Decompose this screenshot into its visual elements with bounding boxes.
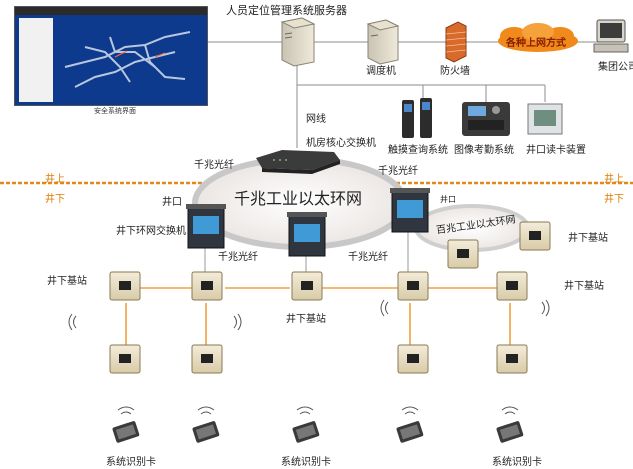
id-card-icons: [112, 421, 524, 443]
base-station-row-2: [109, 344, 528, 374]
ring-switch-left-icon: [186, 204, 226, 249]
wireless-signal-icons: [68, 299, 550, 415]
touch-query-label: 触摸查询系统: [388, 145, 448, 156]
firewall-icon: [445, 21, 467, 63]
gigabit-ring-label: 千兆工业以太环网: [234, 191, 363, 208]
screenshot-caption: 安全系统界面: [94, 108, 136, 115]
server-label: 人员定位管理系统服务器: [226, 5, 347, 17]
id-card-label-3: 系统识别卡: [492, 457, 542, 468]
monitoring-software-screenshot: [14, 6, 208, 106]
group-pc-label: 集团公司: [598, 62, 633, 73]
screenshot-tree-panel: [19, 18, 53, 102]
ring-switch-label: 井下环网交换机: [116, 226, 186, 237]
attendance-terminal-icon: [462, 102, 510, 136]
ring-switch-right-icon: [390, 188, 430, 233]
card-reader-label: 井口读卡装置: [526, 145, 586, 156]
positioning-server-icon: [280, 17, 316, 67]
screenshot-titlebar: [15, 7, 207, 15]
wellhead-card-reader-icon: [527, 103, 563, 135]
wellhead-label-left: 井口: [162, 197, 182, 208]
internet-label: 各种上网方式: [506, 38, 566, 49]
id-card-label-2: 系统识别卡: [281, 457, 331, 468]
base-station-label-left: 井下基站: [47, 276, 87, 287]
gigabit-fiber-label-top-right: 千兆光纤: [378, 166, 418, 177]
core-switch-icon: [256, 150, 340, 174]
core-switch-label: 机房核心交换机: [306, 138, 376, 149]
attendance-label: 图像考勤系统: [454, 145, 514, 156]
base-station-hundred-ring: [447, 221, 551, 269]
base-station-links: [125, 287, 511, 345]
dispatch-server-icon: [366, 19, 400, 65]
wellhead-label-right: 井口: [440, 195, 456, 204]
gigabit-fiber-label-top: 千兆光纤: [194, 160, 234, 171]
base-station-row-1: [109, 271, 528, 301]
network-cable-label: 网线: [306, 114, 326, 125]
firewall-label: 防火墙: [440, 66, 470, 77]
base-station-label-right: 井下基站: [564, 281, 604, 292]
base-station-label-right-upper: 井下基站: [568, 233, 608, 244]
dispatch-label: 调度机: [366, 66, 396, 77]
base-station-label-center: 井下基站: [286, 314, 326, 325]
id-card-label-1: 系统识别卡: [106, 457, 156, 468]
internet-cloud-icon: [498, 23, 578, 52]
underground-label-right: 井下: [604, 194, 624, 205]
gigabit-fiber-label-left: 千兆光纤: [218, 252, 258, 263]
surface-label-left: 井上: [45, 174, 65, 185]
mine-map-graphic: [64, 31, 191, 88]
surface-label-right: 井上: [604, 174, 624, 185]
underground-label-left: 井下: [45, 194, 65, 205]
gigabit-fiber-label-right: 千兆光纤: [348, 252, 388, 263]
touch-query-kiosk-icon: [402, 98, 432, 138]
group-pc-icon: [593, 19, 629, 53]
ring-switch-center-icon: [287, 212, 327, 257]
